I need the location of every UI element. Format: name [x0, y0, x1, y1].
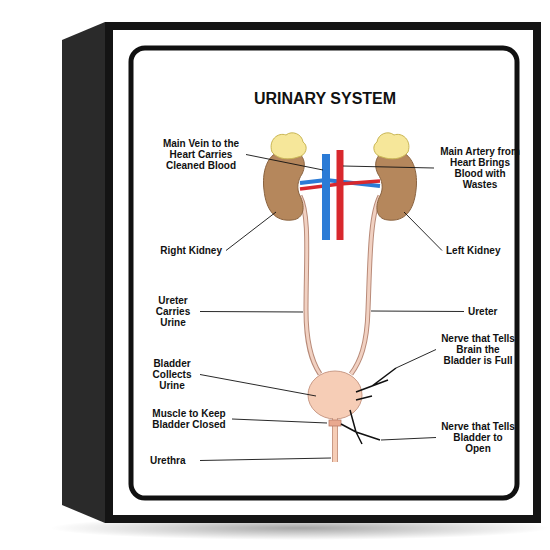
- canvas: [113, 30, 533, 515]
- frame-side: [62, 22, 105, 523]
- callout-label: Muscle to Keep Bladder Closed: [150, 408, 228, 430]
- aorta: [337, 150, 344, 240]
- ureter-left: [351, 196, 380, 374]
- label-wrap: Nerve that Tells Bladder to Open: [440, 421, 516, 454]
- label-wrap: Muscle to Keep Bladder Closed: [150, 408, 228, 430]
- callout-label: Urethra: [150, 455, 196, 466]
- ureter-right-fill: [300, 196, 320, 374]
- leader-line: [246, 155, 323, 171]
- label-wrap: Ureter Carries Urine: [150, 295, 196, 328]
- motor-nerve: [341, 410, 380, 444]
- vena-cava: [322, 154, 330, 240]
- leader-line: [200, 375, 316, 397]
- leader-line: [200, 311, 303, 313]
- ureter-right: [300, 196, 320, 374]
- title: URINARY SYSTEM: [254, 90, 396, 107]
- callout-label: Nerve that Tells Brain the Bladder is Fu…: [440, 333, 516, 366]
- sensory-nerve: [356, 368, 396, 400]
- callout-label: Bladder Collects Urine: [148, 358, 196, 391]
- adrenal-gland: [271, 133, 306, 159]
- callout-label: Main Artery from Heart Brings Blood with…: [438, 146, 522, 190]
- leader-line: [371, 311, 464, 313]
- label-wrap: Bladder Collects Urine: [148, 358, 196, 391]
- callout-label: Main Vein to the Heart Carries Cleaned B…: [160, 138, 242, 171]
- leader-line: [396, 350, 436, 369]
- sphincter-muscle: [329, 420, 341, 426]
- leader-line: [232, 419, 327, 423]
- adrenal-gland: [374, 133, 409, 159]
- callout-label: Left Kidney: [446, 245, 512, 256]
- left-kidney: [376, 150, 417, 220]
- callout-label: Ureter: [468, 306, 512, 317]
- leader-line: [404, 212, 442, 251]
- callout-label: Right Kidney: [160, 245, 222, 256]
- label-wrap: Ureter: [468, 306, 512, 317]
- label-wrap: Right Kidney: [146, 240, 222, 258]
- label-wrap: Left Kidney: [446, 245, 512, 256]
- frame-front: [105, 22, 541, 523]
- title-wrap: URINARY SYSTEM: [200, 90, 450, 108]
- leader-line: [381, 438, 436, 441]
- inner-border: [131, 48, 517, 498]
- leader-line: [343, 166, 434, 168]
- leader-line: [226, 212, 276, 251]
- callout-label: Nerve that Tells Bladder to Open: [440, 421, 516, 454]
- label-wrap: Nerve that Tells Brain the Bladder is Fu…: [440, 333, 516, 366]
- bladder: [308, 371, 362, 419]
- callout-label: Ureter Carries Urine: [150, 295, 196, 328]
- leader-line: [200, 458, 331, 461]
- leader-lines: [200, 155, 464, 461]
- label-wrap: Urethra: [150, 455, 196, 466]
- ureter-left-fill: [351, 196, 380, 374]
- label-wrap: Main Artery from Heart Brings Blood with…: [438, 146, 522, 190]
- label-wrap: Main Vein to the Heart Carries Cleaned B…: [160, 138, 242, 171]
- right-kidney: [263, 150, 304, 220]
